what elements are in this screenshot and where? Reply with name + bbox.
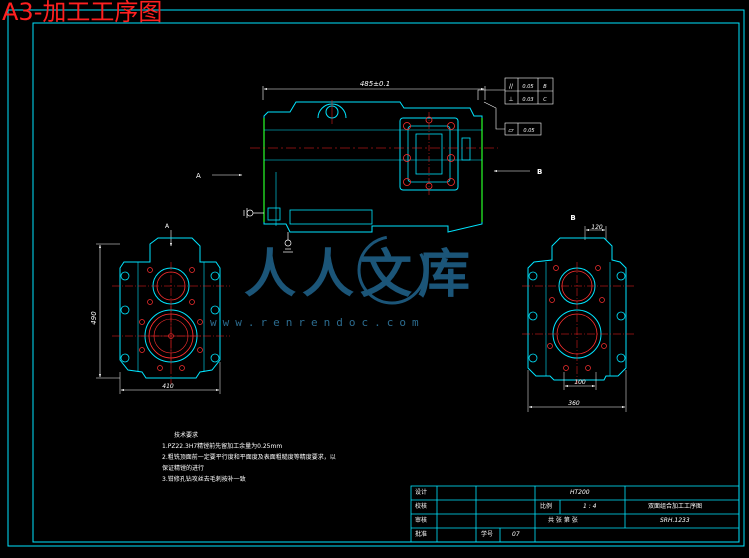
notes-heading: 技术要求 [174, 432, 199, 439]
tb-label-design: 设计 [415, 489, 428, 496]
tb-label-check: 校核 [415, 503, 428, 510]
tb-material: HT200 [570, 489, 590, 496]
notes-line-3: 保证精镗的进行 [162, 465, 205, 472]
clamp-symbol-left [243, 208, 264, 218]
outer-border [7, 9, 745, 547]
right-mid-dim: 100 [574, 379, 586, 386]
title-block [410, 485, 740, 543]
tb-scale-value: 1 : 4 [583, 503, 597, 510]
tb-drawing-no: SRH.1233 [660, 517, 690, 524]
main-view: 485±0.1 A [196, 80, 542, 253]
main-length-dim: 485±0.1 [360, 80, 390, 88]
right-view: B 120 100 [522, 214, 634, 412]
tol-row1-datum: B [543, 84, 547, 90]
left-view: A 490 [90, 223, 230, 394]
tolerance-frame: // 0.05 B ⊥ 0.03 C ▱ 0.05 [504, 77, 554, 136]
clamp-symbol-bottom [283, 232, 293, 253]
tol-row1-value: 0.05 [522, 84, 533, 90]
tol-row2-symbol: ⊥ [508, 96, 513, 103]
watermark-url: www.renrendoc.com [210, 316, 425, 329]
tb-part-name: 双面组合加工工序图 [648, 503, 703, 510]
tol-row2-value: 0.03 [522, 97, 533, 103]
tol-row2-datum: C [543, 97, 547, 103]
tb-label-review: 审核 [415, 517, 428, 524]
tb-label-student-no: 学号 [481, 531, 494, 538]
right-top-dim: 120 [591, 224, 603, 231]
notes-line-4: 3.钳修孔钻攻丝去毛刺按补一致 [162, 476, 246, 483]
flatness-value: 0.05 [523, 128, 534, 134]
tb-label-sheets: 共 张 第 张 [548, 517, 578, 524]
left-height-dim: 490 [90, 311, 98, 325]
section-right-label: B [537, 168, 542, 176]
section-left-label: A [196, 172, 201, 180]
notes-line-2: 2.粗铣顶面前一定要平行度和平面度及表面粗糙度等精度要求，以 [162, 454, 336, 461]
right-width-dim: 360 [568, 400, 580, 407]
watermark-text: 人人文库 [244, 245, 476, 305]
flatness-symbol: ▱ [508, 126, 514, 134]
inner-frame [32, 22, 740, 543]
sheet-title: A3-加工工序图 [2, 0, 163, 26]
tb-label-approve: 批准 [415, 531, 428, 538]
tb-label-scale: 比例 [540, 503, 553, 510]
tb-student-value: 07 [512, 531, 520, 538]
left-view-label: A [165, 223, 170, 230]
right-view-label: B [570, 214, 575, 222]
left-width-dim: 410 [162, 383, 174, 390]
watermark-logo: 人人文库 [244, 235, 476, 305]
tol-row1-symbol: // [509, 83, 514, 90]
notes-line-1: 1.PZ22.3H7精镗前先留加工余量为0.25mm [162, 443, 283, 450]
